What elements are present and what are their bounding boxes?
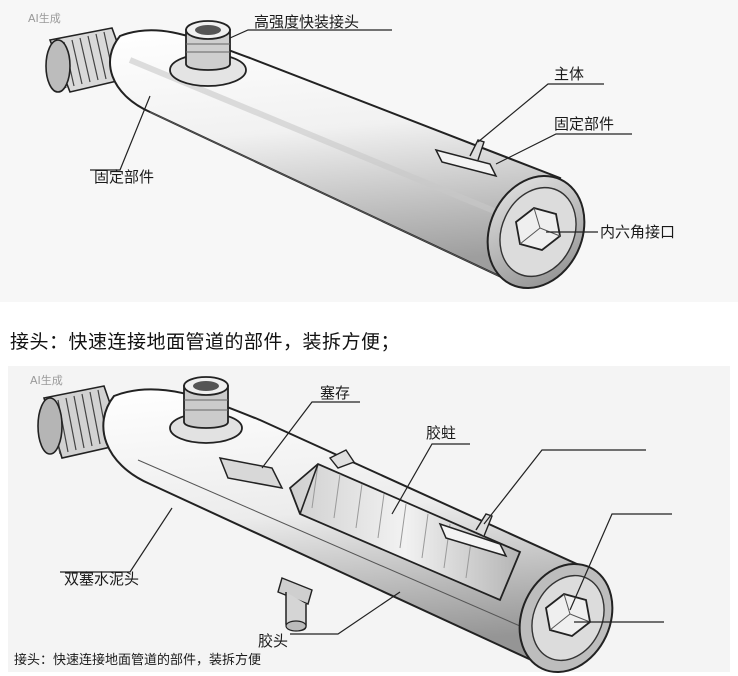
top-tab [328, 449, 356, 469]
bottom-leader-lines [60, 401, 672, 635]
label-hex-socket: 内六角接口 [600, 223, 675, 241]
bottom-bracket [438, 513, 508, 558]
top-fitting [169, 20, 247, 87]
label-high-strength-joint: 高强度快装接头 [254, 13, 359, 31]
bottom-illustration-panel: AI生成 [0, 364, 738, 676]
label-rubber-ring: 胶蛀 [426, 424, 456, 442]
plug-plate [218, 457, 284, 490]
label-rubber-head: 胶头 [258, 632, 288, 650]
label-fixing-part-left: 固定部件 [94, 168, 154, 186]
bottom-watermark: AI生成 [30, 373, 63, 387]
hex-nut [515, 207, 561, 251]
bottom-top-fitting [169, 376, 243, 444]
bracket-small [434, 139, 498, 178]
top-illustration-panel: AI生成 高强度快装接头 主体 固定部件 固定部 [0, 0, 738, 302]
label-fixing-part-right: 固定部件 [554, 115, 614, 133]
bottom-threaded-inlet [37, 385, 126, 459]
bottom-pipe-diagram: AI生成 [8, 366, 730, 674]
label-double-plug-cement-head: 双塞水泥头 [64, 570, 139, 588]
top-watermark: AI生成 [28, 11, 61, 25]
middle-caption: 接头：快速连接地面管道的部件，装拆方便； [10, 331, 401, 353]
label-plug: 塞存 [320, 384, 350, 402]
main-cylinder [109, 29, 562, 284]
bottom-caption: 接头：快速连接地面管道的部件，装拆方便 [14, 652, 261, 668]
bottom-valve [277, 577, 313, 632]
cutaway-section [288, 462, 522, 602]
label-main-body: 主体 [554, 65, 584, 83]
top-pipe-diagram: AI生成 高强度快装接头 主体 固定部件 固定部 [0, 0, 738, 302]
top-leader-lines [90, 29, 632, 233]
